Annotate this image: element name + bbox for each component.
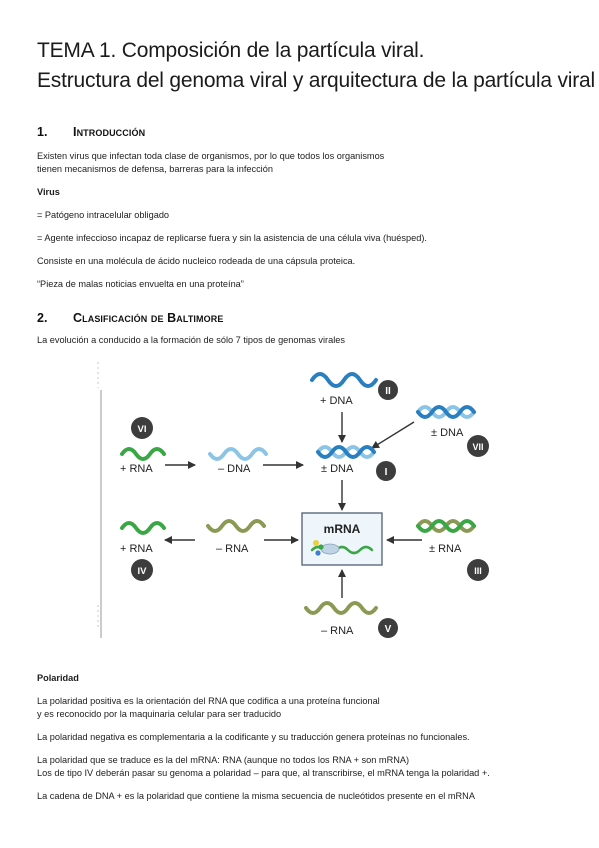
dna-dark-strand-vii (416, 405, 476, 419)
class-badge-ii (378, 380, 398, 400)
class-badge-i (376, 461, 396, 481)
title-line-2: Estructura del genoma viral y arquitectu… (37, 69, 595, 92)
intro-paragraph-2: Consiste en una molécula de ácido nuclei… (37, 256, 356, 266)
label-minus-rna-iv: – RNA (216, 543, 249, 555)
class-badge-v (378, 618, 398, 638)
label-plus-rna-vi: + RNA (120, 463, 153, 475)
label-plus-dna-ii: + DNA (320, 395, 353, 407)
virus-label: Virus (37, 187, 60, 197)
label-plus-rna-iv: + RNA (120, 543, 153, 555)
label-pm-dna-i: ± DNA (321, 463, 354, 475)
intro-quote: “Pieza de malas noticias envuelta en una… (37, 279, 244, 289)
polarity-paragraph-1b: y es reconocido por la maquinaria celula… (37, 709, 282, 719)
label-pm-rna-iii: ± RNA (429, 543, 462, 555)
page-title: TEMA 1. Composición de la partícula vira… (37, 36, 595, 96)
label-minus-dna: – DNA (218, 463, 251, 475)
rna-minus-strand-iv (206, 519, 266, 533)
dna-minus-strand (208, 447, 268, 461)
class-label-iii: III (474, 566, 482, 576)
title-line-1: TEMA 1. Composición de la partícula vira… (37, 39, 425, 62)
label-mrna: mRNA (324, 522, 361, 536)
dna-dark-strand-i (316, 445, 376, 459)
section-title: Introducción (73, 125, 146, 139)
class-label-vi: VI (138, 424, 147, 435)
polarity-paragraph-1a: La polaridad positiva es la orientación … (37, 696, 380, 706)
class-label-i: I (385, 467, 388, 478)
mrna-box (301, 512, 383, 566)
polarity-heading: Polaridad (37, 673, 79, 683)
section-number: 2. (37, 311, 48, 325)
class-badge-iii (467, 559, 489, 581)
section-heading-intro: 1. Introducción (37, 125, 145, 139)
class-label-vii: VII (472, 442, 483, 452)
virus-definition-2: = Agente infeccioso incapaz de replicars… (37, 233, 427, 243)
dna-plus-strand-ii (310, 372, 378, 388)
class-label-iv: IV (138, 566, 148, 577)
polarity-paragraph-4: La cadena de DNA + es la polaridad que c… (37, 791, 475, 801)
class-badge-vi (131, 417, 153, 439)
intro-paragraph-1a: Existen virus que infectan toda clase de… (37, 151, 385, 161)
arrow-vii-to-i (371, 421, 415, 449)
rna-plus-strand-iii (416, 519, 476, 533)
virus-definition-1: = Patógeno intracelular obligado (37, 210, 170, 220)
baltimore-paragraph: La evolución a conducido a la formación … (37, 335, 345, 345)
polarity-paragraph-3a: La polaridad que se traduce es la del mR… (37, 755, 410, 765)
protein-dot-blue (315, 550, 321, 556)
label-pm-dna-vii: ± DNA (431, 427, 464, 439)
label-minus-rna-v: – RNA (321, 625, 354, 637)
class-badge-vii (467, 435, 489, 457)
class-badge-iv (131, 559, 153, 581)
ribosome (320, 543, 340, 555)
protein-dot-yellow (313, 540, 319, 546)
polarity-paragraph-2: La polaridad negativa es complementaria … (37, 732, 470, 742)
rna-plus-strand-iv (120, 521, 166, 535)
intro-paragraph-1b: tienen mecanismos de defensa, barreras p… (37, 164, 273, 174)
rna-minus-strand-v (304, 601, 378, 615)
section-number: 1. (37, 125, 48, 139)
rna-plus-strand-vi (120, 447, 166, 461)
class-label-ii: II (385, 386, 391, 397)
baltimore-diagram: + DNA II ± DNA VII VI + RNA – DNA ± DNA … (97, 362, 489, 638)
protein-dot-green (318, 544, 324, 550)
class-label-v: V (385, 624, 392, 635)
polarity-paragraph-3b: Los de tipo IV deberán pasar su genoma a… (37, 768, 490, 778)
section-title: Clasificación de Baltimore (73, 311, 224, 325)
section-heading-baltimore: 2. Clasificación de Baltimore (37, 311, 223, 325)
